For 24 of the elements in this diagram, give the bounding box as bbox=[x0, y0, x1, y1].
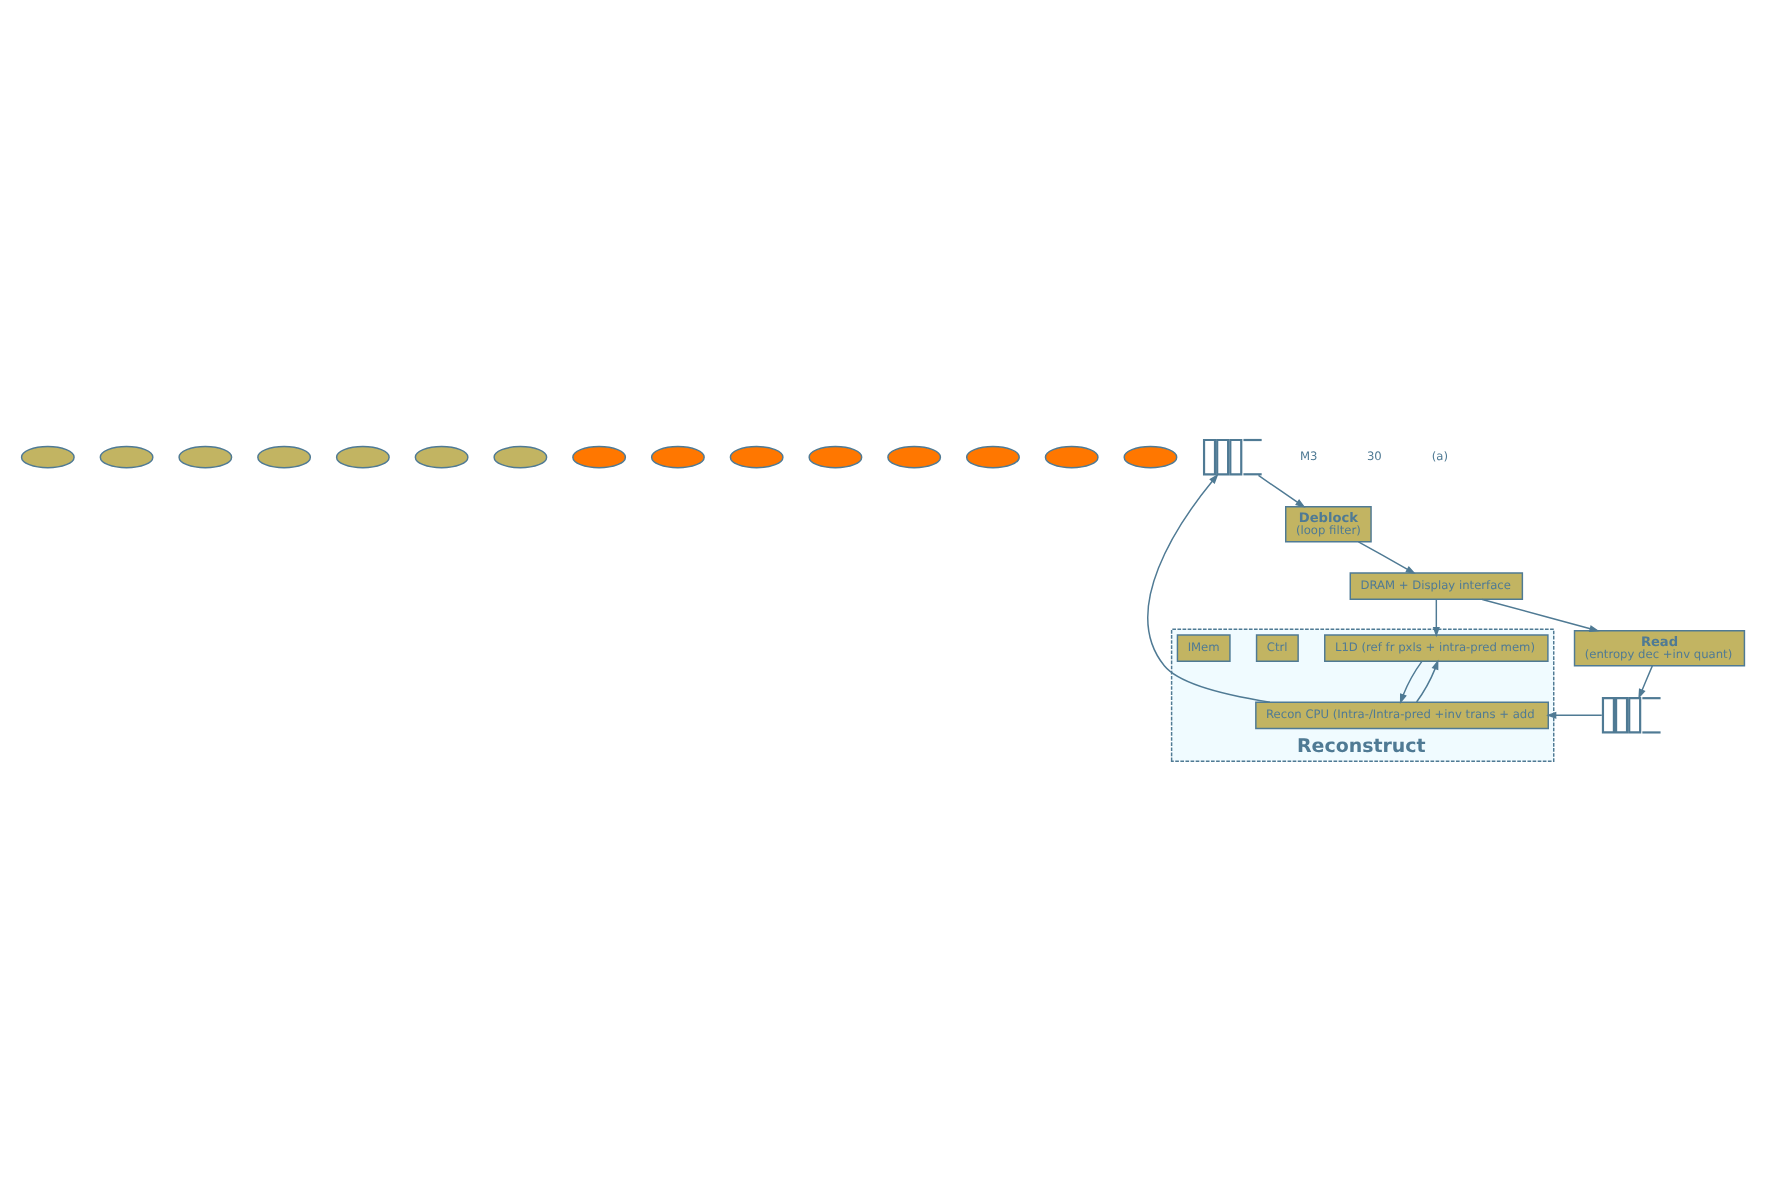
node-ellipse bbox=[965, 444, 1020, 468]
node-ellipse bbox=[729, 444, 784, 468]
node-ellipse bbox=[572, 444, 627, 468]
node-ellipse bbox=[20, 444, 75, 468]
arrow bbox=[1257, 473, 1306, 507]
arrow bbox=[1415, 658, 1439, 702]
node-ellipse bbox=[1044, 444, 1099, 468]
arrow bbox=[1399, 659, 1423, 704]
node-ellipse bbox=[335, 444, 390, 468]
node-ellipse bbox=[414, 444, 469, 468]
node-ellipse bbox=[887, 444, 942, 468]
node-ellipse bbox=[257, 444, 312, 468]
arrow bbox=[1357, 540, 1416, 574]
arrow bbox=[1147, 472, 1271, 702]
arrow bbox=[1638, 664, 1654, 699]
node-ellipse bbox=[178, 444, 233, 468]
node-ellipse bbox=[1123, 444, 1178, 468]
node-ellipse bbox=[493, 444, 548, 468]
node-ellipse bbox=[99, 444, 154, 468]
arrow bbox=[1546, 710, 1603, 718]
node-ellipse bbox=[650, 444, 705, 468]
arrow bbox=[1481, 597, 1600, 632]
node-ellipse bbox=[808, 444, 863, 468]
arrow bbox=[1432, 597, 1440, 637]
